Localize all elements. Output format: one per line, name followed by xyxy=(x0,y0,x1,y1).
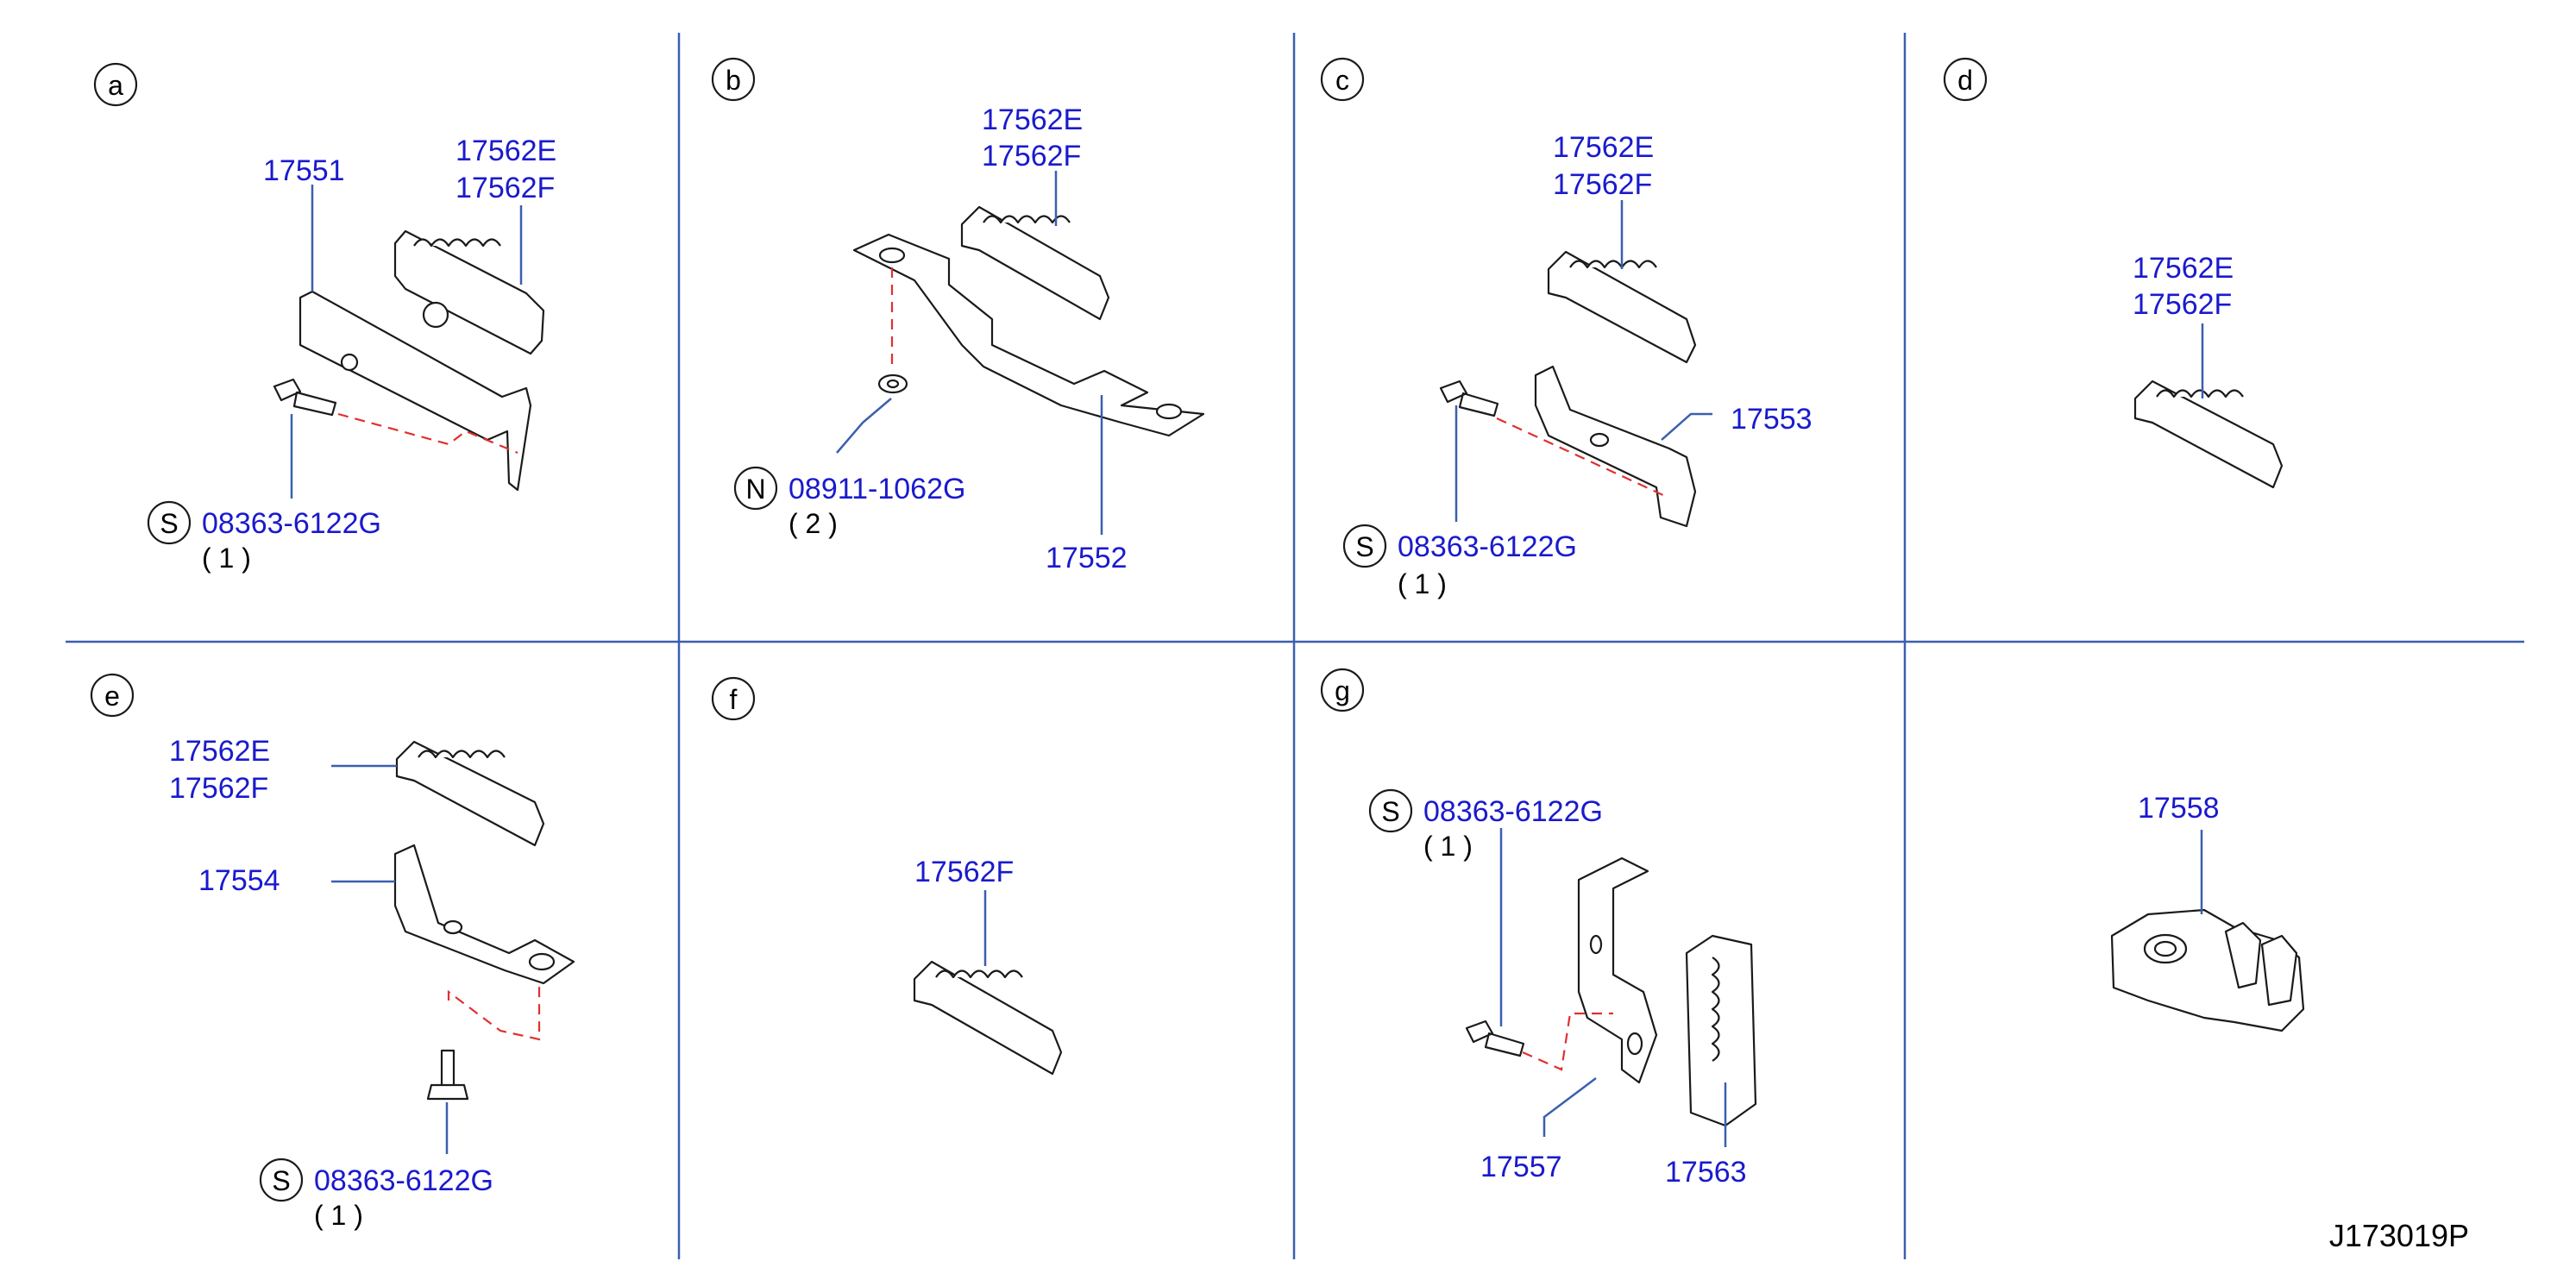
quantity: ( 1 ) xyxy=(314,1200,363,1231)
part-number-17562f[interactable]: 17562F xyxy=(914,856,1014,888)
bolt-08363-6122g[interactable] xyxy=(1439,380,1499,417)
clip-stud xyxy=(422,301,449,329)
panel-d-letter: d xyxy=(1957,65,1973,96)
clip-jaw xyxy=(2224,921,2262,989)
bolt-08363-6122g[interactable] xyxy=(426,1049,469,1101)
clip-17562e[interactable] xyxy=(393,229,545,355)
part-number-17562f[interactable]: 17562F xyxy=(456,172,555,204)
bracket-hole xyxy=(1589,432,1610,448)
panel-g: g S 08363-6122G ( 1 ) 17557 17563 xyxy=(1320,668,1757,1189)
clip-teeth xyxy=(1711,957,1720,1062)
bolt-08363-6122g[interactable] xyxy=(273,378,337,417)
quantity: ( 1 ) xyxy=(202,543,251,574)
clip-17562f[interactable] xyxy=(913,960,1063,1076)
panel-f: f 17562F xyxy=(711,676,1063,1076)
part-number-17551[interactable]: 17551 xyxy=(263,154,345,187)
bracket-17557[interactable] xyxy=(1577,856,1658,1084)
part-number-17562e[interactable]: 17562E xyxy=(1553,131,1654,164)
part-number-17562e[interactable]: 17562E xyxy=(982,104,1083,136)
panel-c-letter: c xyxy=(1335,65,1349,96)
panel-g-letter: g xyxy=(1335,675,1350,706)
panel-b: b 17562E 17562F N 08911-1062G ( 2 ) 1755… xyxy=(711,57,1205,574)
bracket-hole xyxy=(1626,1032,1643,1056)
part-number-17562e[interactable]: 17562E xyxy=(169,735,270,768)
part-number-08363-6122g[interactable]: 08363-6122G xyxy=(1423,795,1603,828)
part-number-17562f[interactable]: 17562F xyxy=(169,772,268,805)
clip-teeth xyxy=(413,238,501,248)
panel-f-letter: f xyxy=(730,684,738,715)
part-number-17553[interactable]: 17553 xyxy=(1731,403,1813,436)
clip-17562e[interactable] xyxy=(960,205,1110,321)
panel-a-letter: a xyxy=(108,70,123,101)
part-number-17562e[interactable]: 17562E xyxy=(456,135,556,167)
bracket-hole xyxy=(340,353,359,372)
part-number-08363-6122g[interactable]: 08363-6122G xyxy=(1398,530,1577,563)
quantity: ( 2 ) xyxy=(789,508,838,539)
fastener-symbol-n: N xyxy=(745,474,765,505)
fastener-symbol-s: S xyxy=(272,1165,290,1196)
panel-h: 17558 xyxy=(2110,792,2305,1032)
part-number-17562f[interactable]: 17562F xyxy=(982,140,1081,173)
panel-b-letter: b xyxy=(726,65,741,96)
clip-17562e[interactable] xyxy=(2133,380,2284,489)
part-number-17562f[interactable]: 17562F xyxy=(1553,168,1652,201)
bracket-17554[interactable] xyxy=(393,844,575,985)
clip-teeth xyxy=(983,215,1071,224)
part-number-17557[interactable]: 17557 xyxy=(1480,1151,1562,1183)
part-number-08363-6122g[interactable]: 08363-6122G xyxy=(314,1164,493,1197)
panel-e-letter: e xyxy=(104,681,120,712)
clip-teeth xyxy=(2156,389,2244,398)
clip-loop-inner xyxy=(2153,940,2177,957)
panel-d: d 17562E 17562F xyxy=(1943,57,2284,489)
bracket-hole xyxy=(528,952,556,971)
clip-teeth xyxy=(418,750,506,759)
clip-jaw xyxy=(2260,934,2298,1007)
part-number-17563[interactable]: 17563 xyxy=(1665,1156,1747,1189)
bracket-hole xyxy=(1589,934,1603,955)
bracket-hole xyxy=(878,247,906,264)
part-number-08911-1062g[interactable]: 08911-1062G xyxy=(789,473,965,505)
part-number-17554[interactable]: 17554 xyxy=(198,864,280,897)
clip-17563[interactable] xyxy=(1685,934,1757,1127)
bracket-hole xyxy=(443,919,463,935)
clip-17562e[interactable] xyxy=(395,740,545,847)
part-number-08363-6122g[interactable]: 08363-6122G xyxy=(202,507,381,540)
panel-grid xyxy=(66,33,2524,1259)
clip-teeth xyxy=(935,969,1023,979)
bracket-hole xyxy=(1155,403,1183,420)
nut-hole xyxy=(886,379,900,389)
diagram-reference-code: J173019P xyxy=(2329,1218,2469,1253)
part-number-17562e[interactable]: 17562E xyxy=(2133,252,2234,285)
bracket-17552[interactable] xyxy=(852,233,1205,437)
part-number-17558[interactable]: 17558 xyxy=(2138,792,2220,825)
quantity: ( 1 ) xyxy=(1423,831,1473,862)
panel-a: a 17551 17562E 17562F S 08363-6122G ( 1 … xyxy=(93,62,556,574)
panel-c: c 17562E 17562F 17553 S 08363-6122G ( 1 … xyxy=(1320,57,1813,599)
fastener-symbol-s: S xyxy=(1381,796,1399,827)
panel-e: e 17562E 17562F 17554 S 08363-6122G ( 1 … xyxy=(90,673,575,1231)
fastener-symbol-s: S xyxy=(160,508,178,539)
fastener-symbol-s: S xyxy=(1355,531,1373,562)
bolt-08363-6122g[interactable] xyxy=(1465,1020,1525,1057)
bracket-17551[interactable] xyxy=(298,290,532,492)
bracket-17553[interactable] xyxy=(1534,365,1697,528)
quantity: ( 1 ) xyxy=(1398,568,1447,599)
clip-17562e[interactable] xyxy=(1547,250,1697,364)
part-number-17552[interactable]: 17552 xyxy=(1046,542,1128,574)
clip-teeth xyxy=(1569,260,1657,269)
part-number-17562f[interactable]: 17562F xyxy=(2133,288,2232,321)
